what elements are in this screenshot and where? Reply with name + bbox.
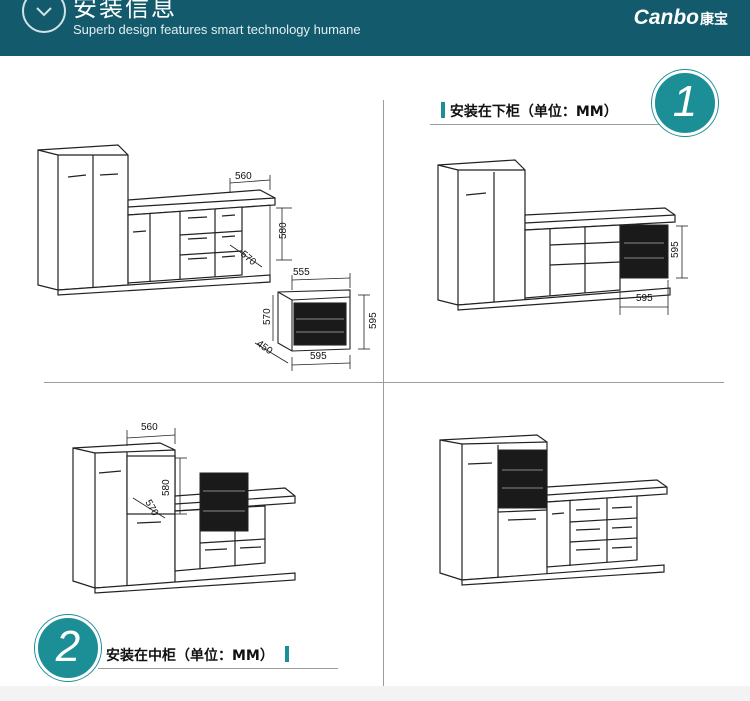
label-accent-bar bbox=[441, 102, 445, 118]
diagram-lower-cabinet-cutout: 560 580 570 555 595 570 450 595 bbox=[37, 144, 379, 371]
section2-label-text: 安装在中柜（单位：MM） bbox=[106, 648, 274, 664]
header-title: 安装信息 bbox=[73, 0, 177, 22]
section1-number-badge: 1 bbox=[652, 70, 718, 136]
section2-number-badge: 2 bbox=[35, 615, 101, 681]
dim-label: 555 bbox=[293, 267, 310, 278]
logo-text: Canbo bbox=[633, 6, 699, 29]
header-subtitle: Superb design features smart technology … bbox=[73, 22, 361, 37]
dim-label: 560 bbox=[235, 171, 252, 182]
dim-label: 595 bbox=[368, 312, 379, 329]
logo-cn: 康宝 bbox=[700, 11, 728, 27]
dim-label: 450 bbox=[254, 338, 274, 357]
brand-logo: Canbo康宝 bbox=[634, 6, 728, 30]
label-accent-bar bbox=[284, 646, 289, 662]
section1-label: 安装在下柜（单位：MM） bbox=[441, 101, 618, 121]
section2-underline bbox=[98, 668, 338, 669]
section1-label-text: 安装在下柜（单位：MM） bbox=[449, 104, 618, 120]
chevron-down-icon bbox=[22, 0, 66, 33]
diagram-lower-cabinet-installed: 595 595 bbox=[437, 159, 688, 315]
section1-underline bbox=[430, 124, 670, 125]
dim-label: 595 bbox=[670, 241, 681, 258]
horizontal-divider bbox=[44, 382, 724, 383]
header-banner: 安装信息 Superb design features smart techno… bbox=[0, 0, 750, 56]
dim-label: 595 bbox=[636, 293, 653, 304]
dim-label: 570 bbox=[262, 308, 273, 325]
dim-label: 580 bbox=[161, 479, 172, 496]
section2-label: 安装在中柜（单位：MM） bbox=[106, 645, 289, 665]
diagram-middle-cabinet-cutout: 560 580 570 bbox=[72, 422, 296, 594]
footer-strip bbox=[0, 686, 750, 701]
dim-label: 560 bbox=[141, 422, 158, 433]
diagram-middle-cabinet-installed bbox=[439, 434, 668, 586]
dim-label: 595 bbox=[310, 351, 327, 362]
vertical-divider bbox=[383, 100, 384, 687]
dim-label: 580 bbox=[278, 222, 289, 239]
